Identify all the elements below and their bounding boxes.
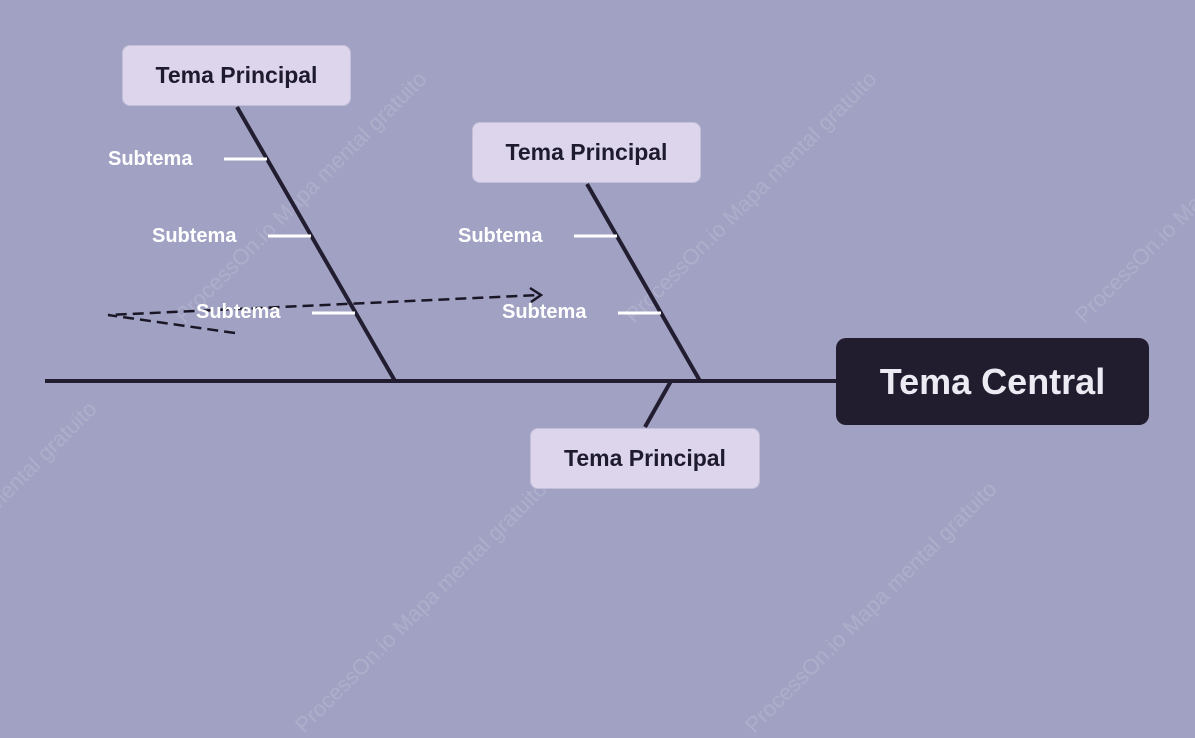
arrow-head-icon [529,286,544,304]
bone-line-2 [585,183,702,382]
fishbone-canvas: ProcessOn.io Mapa mental gratuito Proces… [0,45,1195,738]
main-topic-2[interactable]: Tema Principal [472,122,701,183]
subtopic-1[interactable]: Subtema [108,148,193,170]
relation-arrow[interactable] [107,293,541,335]
central-topic[interactable]: Tema Central [836,338,1149,425]
subtopic-3[interactable]: Subtema [196,301,281,323]
main-topic-3[interactable]: Tema Principal [530,428,760,489]
connector-layer [45,106,838,428]
main-topic-1[interactable]: Tema Principal [122,45,351,106]
subtopic-5[interactable]: Subtema [502,301,587,323]
subtopic-2[interactable]: Subtema [152,225,237,247]
subtopic-4[interactable]: Subtema [458,225,543,247]
bone-line-3 [643,380,673,428]
bone-line-1 [235,106,397,382]
